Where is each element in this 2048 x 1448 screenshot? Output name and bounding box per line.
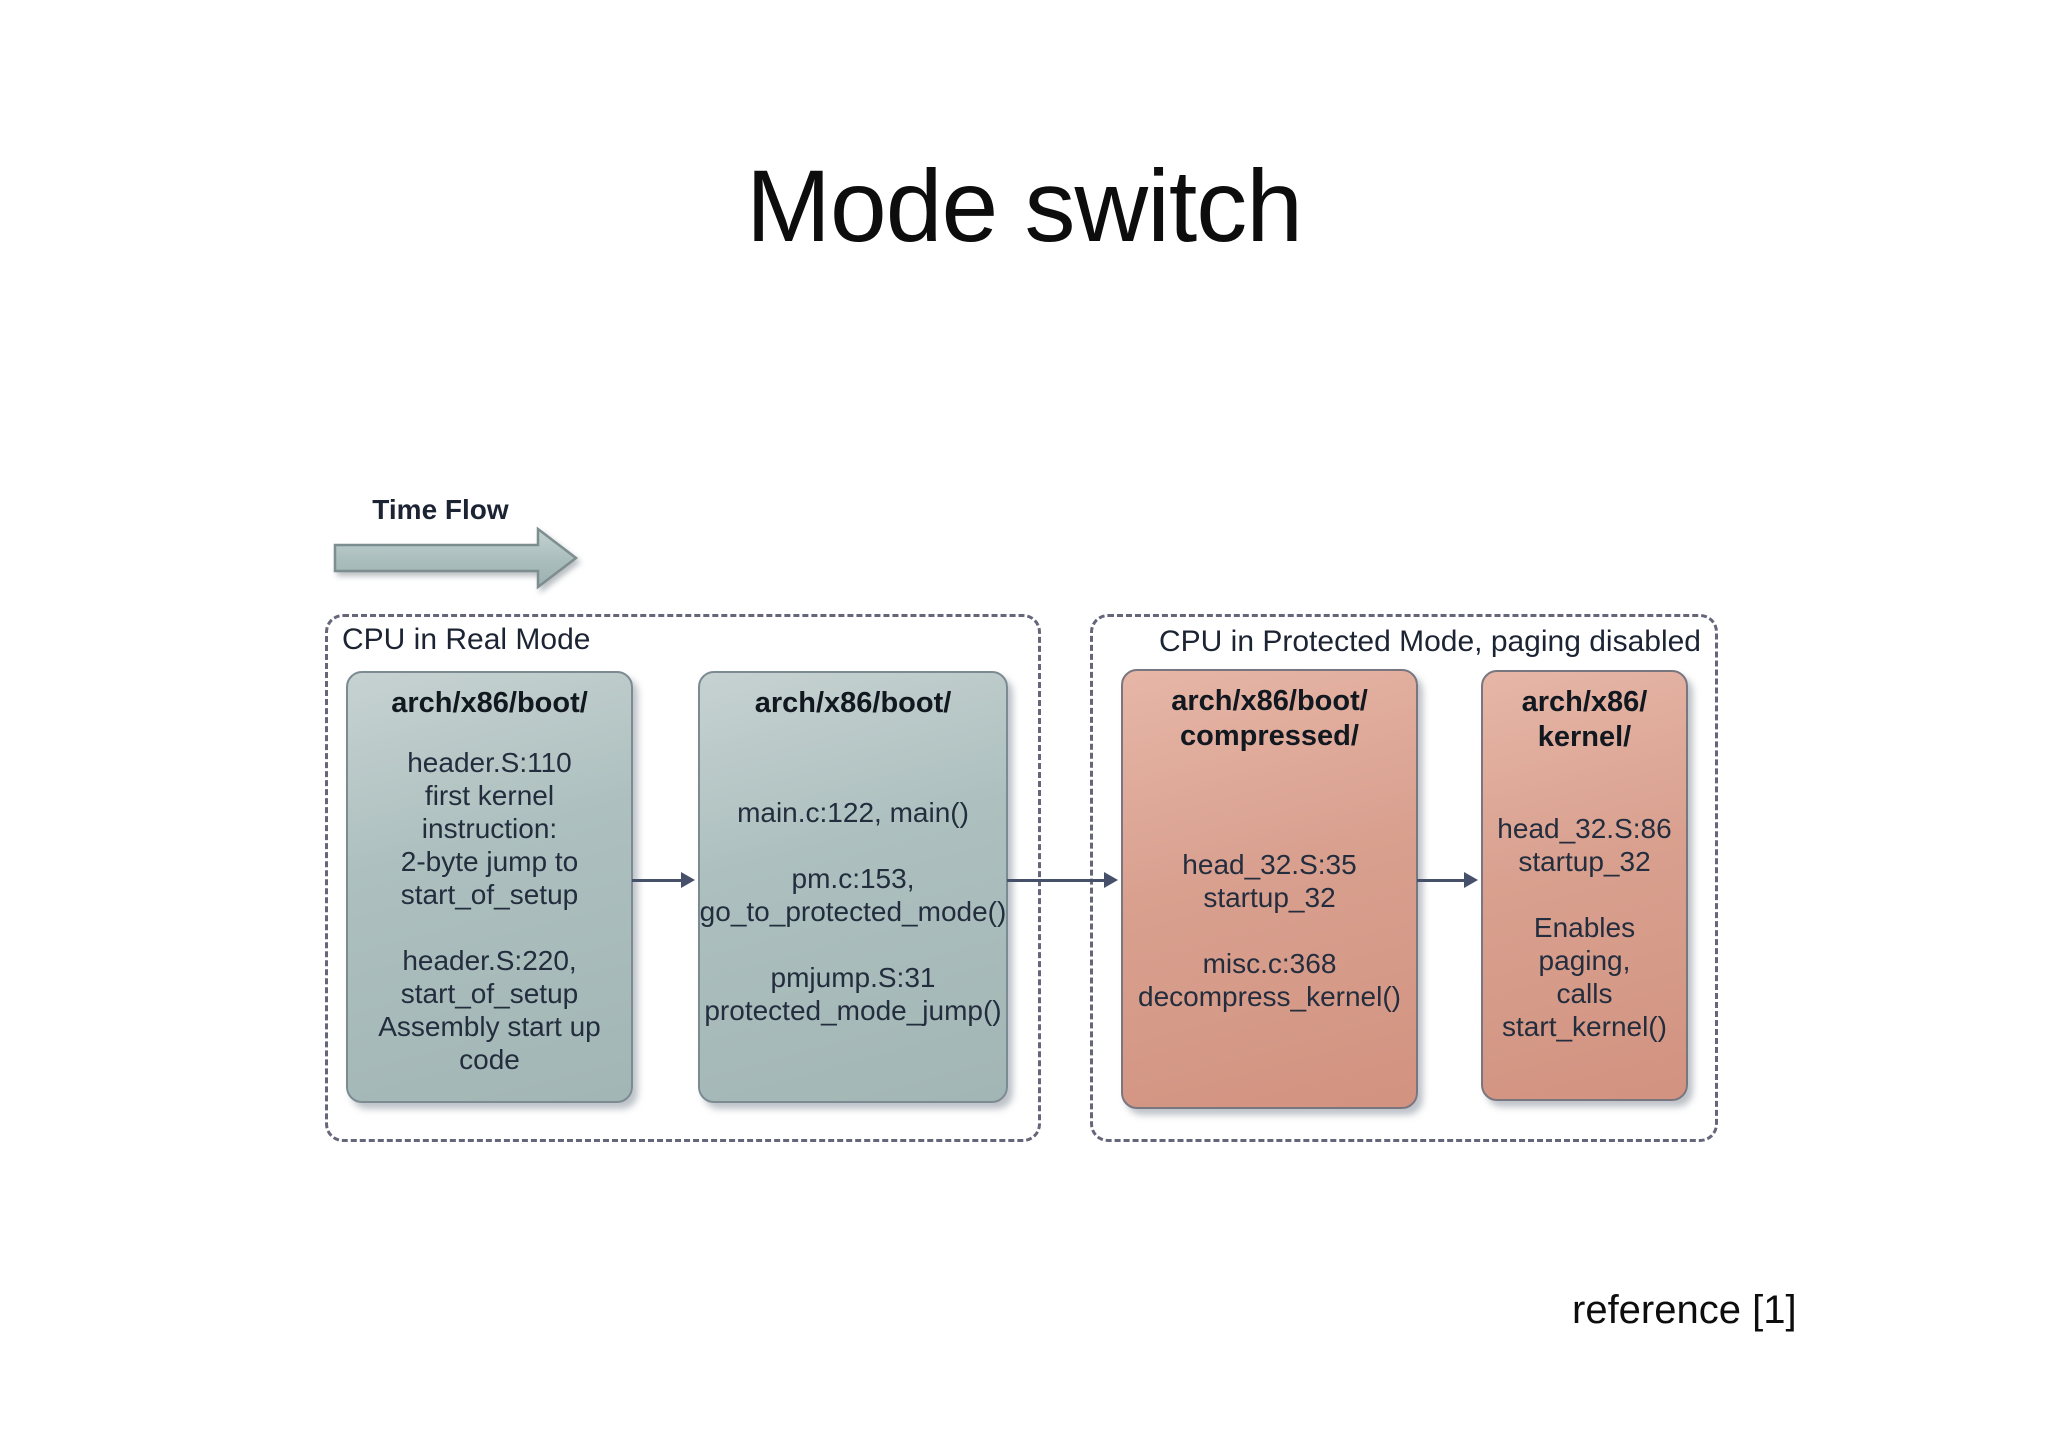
node-arch-x86-kernel: arch/x86/ kernel/ head_32.S:86 startup_3… [1481, 670, 1688, 1101]
arrow-shaft [1007, 879, 1107, 882]
reference-note: reference [1] [1572, 1288, 1797, 1332]
node-body: head_32.S:86 startup_32 Enables paging, … [1497, 812, 1672, 1042]
group-cpu-protected-mode: CPU in Protected Mode, paging disabled a… [1090, 614, 1718, 1142]
node-title: arch/x86/boot/ [754, 687, 952, 719]
node-arch-x86-boot-main: arch/x86/boot/ main.c:122, main() pm.c:1… [698, 671, 1008, 1103]
node-title: arch/x86/ kernel/ [1521, 686, 1648, 753]
arrow-head [1104, 872, 1118, 888]
node-body: main.c:122, main() pm.c:153, go_to_prote… [699, 796, 1007, 1026]
group-label-protected-mode: CPU in Protected Mode, paging disabled [1159, 625, 1701, 658]
flow-arrow-icon [632, 872, 695, 888]
arrow-head [681, 872, 695, 888]
node-arch-x86-boot-compressed: arch/x86/boot/ compressed/ head_32.S:35 … [1121, 669, 1418, 1109]
flow-arrow-icon [1417, 872, 1478, 888]
node-body: head_32.S:35 startup_32 misc.c:368 decom… [1138, 849, 1401, 1012]
node-title: arch/x86/boot/ compressed/ [1171, 685, 1368, 752]
group-label-real-mode: CPU in Real Mode [342, 623, 591, 656]
node-arch-x86-boot-header: arch/x86/boot/ header.S:110 first kernel… [346, 671, 633, 1103]
node-title: arch/x86/boot/ [391, 687, 588, 719]
node-body: header.S:110 first kernel instruction: 2… [378, 747, 601, 1075]
flow-arrow-icon [1007, 872, 1118, 888]
arrow-shaft [632, 879, 684, 882]
slide-title: Mode switch [746, 149, 1303, 263]
arrow-shaft [1417, 879, 1467, 882]
group-cpu-real-mode: CPU in Real Mode arch/x86/boot/ header.S… [325, 614, 1041, 1142]
time-flow-arrow-icon [333, 526, 579, 590]
time-flow-label: Time Flow [372, 494, 509, 525]
arrow-head [1464, 872, 1478, 888]
